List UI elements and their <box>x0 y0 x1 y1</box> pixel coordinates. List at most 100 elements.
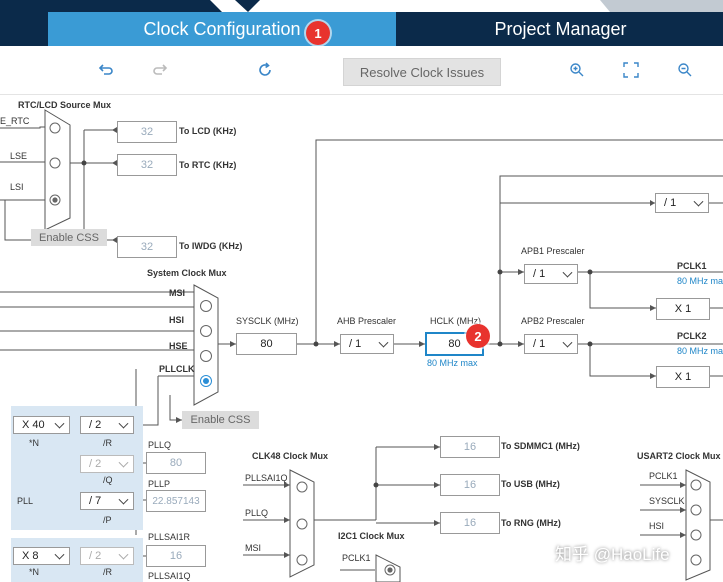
clk48-input-label: MSI <box>245 543 262 553</box>
pclk2-max-label: 80 MHz max <box>677 346 723 356</box>
usart2-input-label: HSI <box>649 521 665 531</box>
rng-frequency-field[interactable]: 16 <box>440 512 500 534</box>
chevron-down-icon <box>118 549 129 560</box>
pll-r-label: /R <box>103 438 112 448</box>
rtc-input-label: LSE <box>10 151 28 161</box>
pllsai1-n-select[interactable]: X 8 <box>13 547 70 565</box>
pclk1-max-label: 80 MHz max <box>677 276 723 286</box>
lcd-frequency-field[interactable]: 32 <box>117 121 177 143</box>
sysmux-input-label: HSI <box>169 315 185 325</box>
tab-bar: Clock Configuration 1 Project Manager <box>0 12 723 46</box>
pllsai1-r-label: /R <box>103 567 112 577</box>
tab-previous[interactable] <box>0 12 46 46</box>
pllsai1-r-value: / 2 <box>89 550 102 562</box>
sdmmc-frequency-field[interactable]: 16 <box>440 436 500 458</box>
top-divider-select[interactable]: / 1 <box>655 193 709 213</box>
i2c1-mux-title: I2C1 Clock Mux <box>338 531 405 541</box>
pll-q-select[interactable]: / 2 <box>80 455 134 473</box>
pllsai1r-label: PLLSAI1R <box>148 532 191 542</box>
chevron-down-icon <box>54 549 65 560</box>
zoom-out-icon[interactable] <box>675 60 695 80</box>
undo-icon[interactable] <box>96 60 116 80</box>
chevron-down-icon <box>562 267 573 278</box>
pll-label: PLL <box>17 496 34 506</box>
toolbar: Resolve Clock Issues <box>0 46 723 95</box>
iwdg-output-label: To IWDG (KHz) <box>179 241 243 251</box>
apb2-prescaler-label: APB2 Prescaler <box>521 316 585 326</box>
fit-screen-icon[interactable] <box>621 60 641 80</box>
apb1-prescaler-value: / 1 <box>533 268 546 280</box>
rtc-mux-title: RTC/LCD Source Mux <box>18 100 112 110</box>
zoom-in-icon[interactable] <box>567 60 587 80</box>
pll-p-value: / 7 <box>89 495 102 507</box>
apb2-prescaler-value: / 1 <box>533 338 546 350</box>
apb2-prescaler-select[interactable]: / 1 <box>524 334 578 354</box>
tab-label: Clock Configuration <box>143 18 301 39</box>
tab-clock-configuration[interactable]: Clock Configuration <box>48 12 396 46</box>
ahb-prescaler-label: AHB Prescaler <box>337 316 397 326</box>
sdmmc-output-label: To SDMMC1 (MHz) <box>501 441 580 451</box>
tab-project-manager[interactable]: Project Manager <box>398 12 723 46</box>
redo-icon[interactable] <box>150 60 170 80</box>
usart2-input-label: PCLK1 <box>649 471 678 481</box>
pllsai1-n-label: *N <box>29 567 40 577</box>
pllp-field[interactable]: 22.857143 <box>146 490 206 512</box>
rtc-output-label: To RTC (KHz) <box>179 160 237 170</box>
pllp-label: PLLP <box>148 479 171 489</box>
sysmux-input-label: HSE <box>169 341 188 351</box>
pll-q-label: /Q <box>103 475 113 485</box>
chevron-down-icon <box>562 337 573 348</box>
pll-r-select[interactable]: / 2 <box>80 416 134 434</box>
apb2-timer-multiplier: X 1 <box>656 366 710 388</box>
chevron-down-icon <box>693 196 704 207</box>
clock-wiring <box>0 109 723 582</box>
hclk-label: HCLK (MHz) <box>430 316 481 326</box>
sysclk-label: SYSCLK (MHz) <box>236 316 299 326</box>
rtc-frequency-field[interactable]: 32 <box>117 154 177 176</box>
sys-enable-css-button[interactable]: Enable CSS <box>182 411 259 429</box>
pll-n-label: *N <box>29 438 40 448</box>
rtc-input-label: E_RTC <box>0 116 30 126</box>
iwdg-frequency-field[interactable]: 32 <box>117 236 177 258</box>
apb1-prescaler-label: APB1 Prescaler <box>521 246 585 256</box>
pllsai1q-label: PLLSAI1Q <box>148 571 191 581</box>
ahb-prescaler-select[interactable]: / 1 <box>340 334 394 354</box>
chevron-down-icon <box>378 337 389 348</box>
apb1-prescaler-select[interactable]: / 1 <box>524 264 578 284</box>
pllsai1-r-select[interactable]: / 2 <box>80 547 134 565</box>
pclk1-label: PCLK1 <box>677 261 707 271</box>
clk48-mux-title: CLK48 Clock Mux <box>252 451 329 461</box>
hclk-max-label: 80 MHz max <box>427 358 478 368</box>
pllq-field[interactable]: 80 <box>146 452 206 474</box>
pllsai1r-field[interactable]: 16 <box>146 545 206 567</box>
usart2-mux-title: USART2 Clock Mux <box>637 451 721 461</box>
rtc-enable-css-button[interactable]: Enable CSS <box>31 229 107 246</box>
ahb-prescaler-value: / 1 <box>349 338 362 350</box>
resolve-clock-issues-button[interactable]: Resolve Clock Issues <box>343 58 501 86</box>
step-badge-2: 2 <box>466 324 490 348</box>
usb-frequency-field[interactable]: 16 <box>440 474 500 496</box>
clk48-input-label: PLLSAI1Q <box>245 473 288 483</box>
refresh-icon[interactable] <box>255 60 275 80</box>
chevron-down-icon <box>118 457 129 468</box>
usb-output-label: To USB (MHz) <box>501 479 560 489</box>
pllq-label: PLLQ <box>148 440 172 450</box>
pll-n-value: X 40 <box>22 419 45 431</box>
apb1-timer-multiplier: X 1 <box>656 298 710 320</box>
clk48-input-label: PLLQ <box>245 508 269 518</box>
tab-label: Project Manager <box>494 18 627 39</box>
pll-q-value: / 2 <box>89 458 102 470</box>
usart2-input-label: SYSCLK <box>649 496 685 506</box>
lcd-output-label: To LCD (KHz) <box>179 126 237 136</box>
sysclk-field[interactable]: 80 <box>236 333 297 355</box>
chevron-down-icon <box>118 418 129 429</box>
system-clock-mux-title: System Clock Mux <box>147 268 227 278</box>
pllsai1-n-value: X 8 <box>22 550 39 562</box>
rtc-input-label: LSI <box>10 182 24 192</box>
pll-p-select[interactable]: / 7 <box>80 492 134 510</box>
pll-n-select[interactable]: X 40 <box>13 416 70 434</box>
top-divider-value: / 1 <box>664 197 677 209</box>
sysmux-input-label: PLLCLK <box>159 364 195 374</box>
i2c1-input-label: PCLK1 <box>342 553 371 563</box>
top-stripe <box>0 0 723 12</box>
